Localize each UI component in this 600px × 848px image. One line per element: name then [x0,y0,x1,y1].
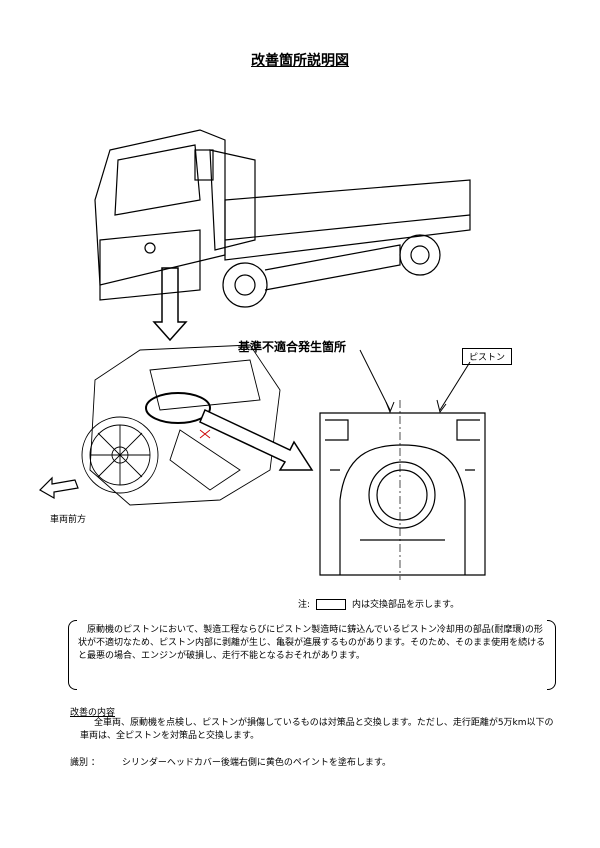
nonconformity-site-label: 基準不適合発生箇所 [238,340,347,354]
identification-label: 識別 ： [70,758,100,768]
bracket-left [68,620,77,690]
arrow-to-piston [199,408,314,471]
piston-label: ピストン [462,348,513,365]
identification-text: シリンダーヘッドカバー後端右側に黄色のペイントを塗布します。 [121,758,391,768]
note-prefix: 注: [298,600,311,610]
vehicle-front-label: 車両前方 [50,515,87,525]
replacement-legend-box [316,599,347,610]
note-suffix: 内は交換部品を示します。 [352,600,460,610]
engine-drawing [81,344,281,506]
defect-description: 原動機のピストンにおいて、製造工程ならびにピストン製造時に鋳込んでいるピストン冷… [68,620,556,690]
truck-drawing [94,129,471,308]
arrow-vehicle-front [39,476,79,500]
identification: 識別 ： シリンダーヘッドカバー後端右側に黄色のペイントを塗布します。 [70,755,413,768]
fix-heading: 改善の内容 [70,708,116,718]
piston-drawing [319,400,486,580]
replacement-note: 注: 内は交換部品を示します。 [298,597,459,610]
bracket-right [547,620,556,690]
arrow-down [152,267,188,342]
diagram-illustration [39,129,486,580]
description-text: 原動機のピストンにおいて、製造工程ならびにピストン製造時に鋳込んでいるピストン冷… [78,625,546,661]
fix-body: 全車両、原動機を点検し、ピストンが損傷しているものは対策品と交換します。ただし、… [80,718,554,741]
page-title: 改善箇所説明図 [251,53,349,69]
leader-site [359,349,391,411]
leader-piston [439,361,471,411]
